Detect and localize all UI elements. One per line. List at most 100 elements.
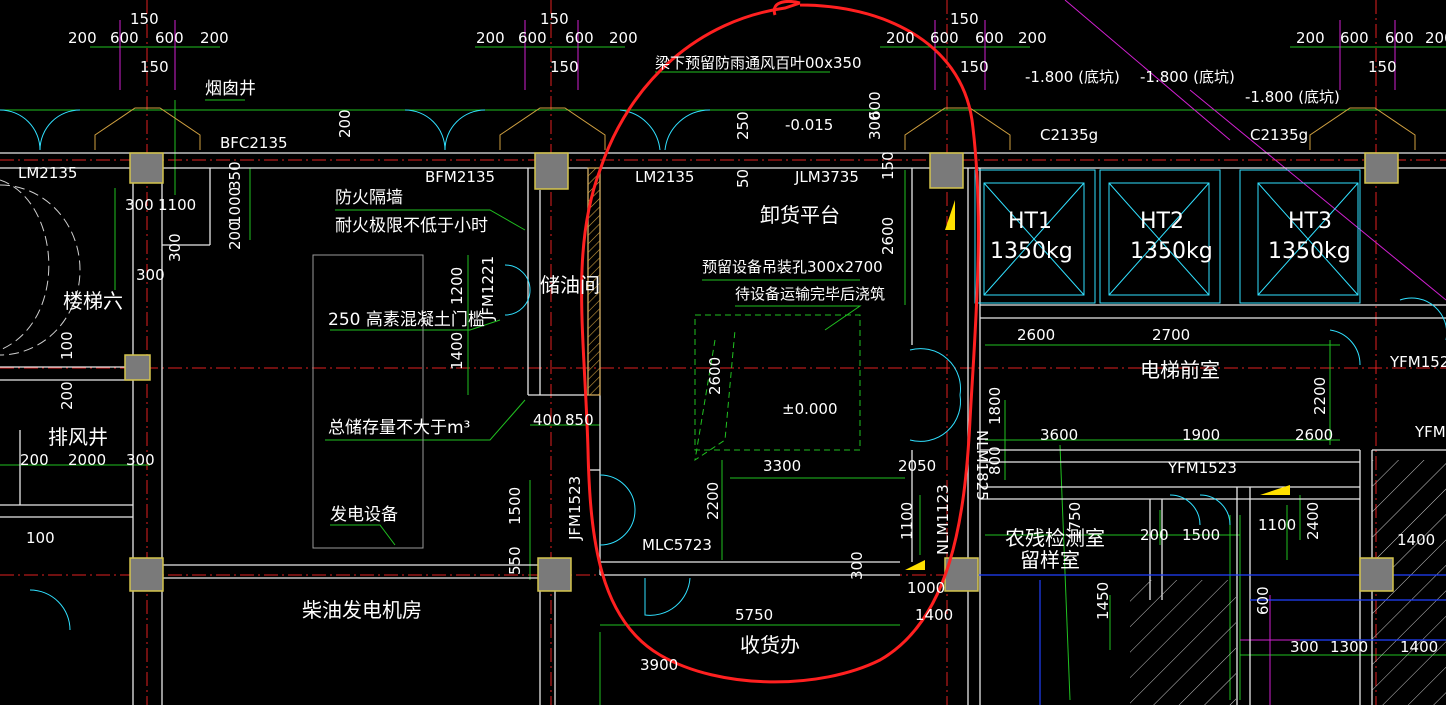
door-tag: YFM1 (1414, 423, 1446, 441)
dim-top: 200 (886, 29, 915, 47)
dim: 1750 (1066, 502, 1084, 540)
dim: 2000 (68, 451, 106, 469)
columns (124, 152, 1399, 592)
door-tag: YFM1523 (1167, 459, 1237, 477)
room-generator: 柴油发电机房 (302, 598, 422, 622)
dim: 2200 (704, 482, 722, 520)
dim: 1100 (1258, 516, 1296, 534)
dim: 200 (226, 221, 244, 250)
dim: 1100 (158, 196, 196, 214)
note-fire-rating: 耐火极限不低于小时 (335, 216, 488, 236)
dim-top: 150 (550, 58, 579, 76)
dim-top: 200 (200, 29, 229, 47)
window-tag: C2135g (1250, 126, 1308, 144)
dim: 1500 (1182, 526, 1220, 544)
door-tag: LM2135 (18, 164, 77, 182)
dim: 1450 (1094, 582, 1112, 620)
dim: 300 (1290, 638, 1319, 656)
door-tag: NLM1825 (973, 430, 991, 501)
dim: 2600 (1017, 326, 1055, 344)
dim: 200 (20, 451, 49, 469)
room-receiving: 收货办 (740, 633, 800, 657)
note-gen-equip: 发电设备 (330, 505, 398, 525)
stair-curve-2 (0, 179, 50, 351)
dim: 100 (26, 529, 55, 547)
dim-top: 150 (140, 58, 169, 76)
window-bays (94, 107, 1416, 150)
dim: 5750 (735, 606, 773, 624)
note-firewall: 防火隔墙 (335, 188, 403, 208)
dim-top: 600 (975, 29, 1004, 47)
dim: 250 (734, 111, 752, 140)
hoist-hole-outline (694, 314, 861, 451)
door-tag: MLC5723 (642, 536, 712, 554)
elevator-shafts (974, 169, 1361, 304)
dim-top: 150 (960, 58, 989, 76)
window-tag: C2135g (1040, 126, 1098, 144)
dim: 3600 (1040, 426, 1078, 444)
dim-top: 200 (1296, 29, 1325, 47)
dim-top: 600 (1385, 29, 1414, 47)
dim: 1400 (1397, 531, 1435, 549)
generator-outline (312, 254, 424, 549)
room-lab: 农残检测室 (1005, 526, 1105, 550)
note-curb: 250 高素混凝土门槛 (328, 310, 485, 330)
markers (905, 200, 1290, 570)
level-tag: -1.800 (底坑) (1245, 88, 1340, 106)
dim: 200 (1140, 526, 1169, 544)
dim: 3900 (640, 656, 678, 674)
dim-top: 200 (476, 29, 505, 47)
room-unloading: 卸货平台 (760, 203, 840, 227)
elevator-cap: 1350kg (990, 239, 1073, 264)
dim-top: 600 (518, 29, 547, 47)
dimension-lines (0, 46, 1446, 705)
leader-lines (174, 71, 862, 546)
dim: 1500 (506, 487, 524, 525)
room-stair6: 楼梯六 (63, 289, 123, 313)
hatched-zone-bottom (1130, 580, 1236, 705)
dim-top: 150 (1368, 58, 1397, 76)
dim: 1100 (898, 502, 916, 540)
dim: 300 (866, 111, 884, 140)
door-tag: BFC2135 (220, 134, 288, 152)
door-tag: YFM1523 (1389, 353, 1446, 371)
dim: 1400 (1400, 638, 1438, 656)
dim: 1400 (915, 606, 953, 624)
dim-top: 600 (565, 29, 594, 47)
dim: 300 (166, 233, 184, 262)
dim-top: 200 (1018, 29, 1047, 47)
dim: 100 (58, 331, 76, 360)
red-annotation-ellipse (580, 1, 980, 684)
note-louver: 梁下预留防雨通风百叶00x350 (655, 54, 862, 72)
dim: 2050 (898, 457, 936, 475)
door-tag: NLM1123 (934, 484, 952, 555)
dim: 1300 (1330, 638, 1368, 656)
elevator-id: HT3 (1288, 209, 1332, 234)
note-hoist-hole: 预留设备吊装孔300x2700 (702, 258, 883, 276)
dim: 1900 (1182, 426, 1220, 444)
red-annotation-tail (772, 0, 801, 16)
dim-top: 600 (155, 29, 184, 47)
elevator-id: HT2 (1140, 209, 1184, 234)
dim: 2600 (1295, 426, 1333, 444)
walls (0, 152, 1446, 705)
door-tag: JFM1221 (479, 256, 497, 321)
dim: 800 (986, 446, 1004, 475)
dim: 2600 (706, 357, 724, 395)
elevator-cap: 1350kg (1130, 239, 1213, 264)
dim-top: 150 (950, 10, 979, 28)
dim: 200 (336, 109, 354, 138)
dim: 2200 (1311, 377, 1329, 415)
dim: 850 (565, 411, 594, 429)
dim-top: 600 (110, 29, 139, 47)
door-tag: LM2135 (635, 168, 694, 186)
room-exhaust: 排风井 (48, 425, 108, 449)
room-lobby: 电梯前室 (1140, 358, 1220, 382)
elevator-id: HT1 (1008, 209, 1052, 234)
level-tag: -1.800 (底坑) (1140, 68, 1235, 86)
dim: 300 (126, 451, 155, 469)
dim: 600 (866, 91, 884, 120)
dim: 50 (734, 169, 752, 188)
room-sample: 留样室 (1020, 548, 1080, 572)
